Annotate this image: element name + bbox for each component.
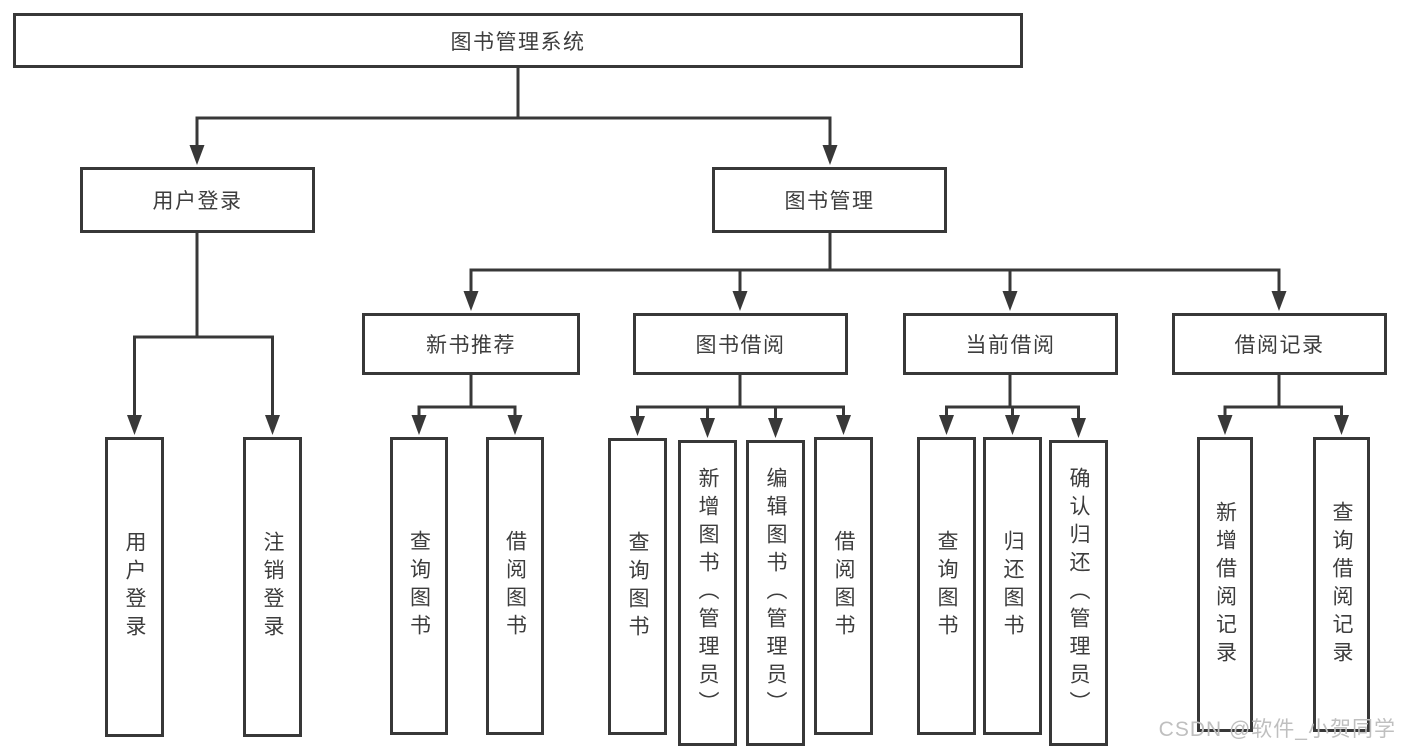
- node-borrow-records-label: 借阅记录: [1234, 334, 1325, 357]
- connector-root-to-level2: [189, 64, 838, 165]
- leaf-add-books-admin-label: 新增图书（管理员）: [696, 467, 719, 719]
- leaf-current-query-books: 查询图书: [917, 437, 976, 735]
- node-borrow-records: 借阅记录: [1172, 313, 1387, 375]
- leaf-return-books-label: 归还图书: [1001, 530, 1024, 642]
- leaf-borrowing-borrow-books: 借阅图书: [814, 437, 873, 735]
- node-current-borrowing-label: 当前借阅: [965, 334, 1056, 357]
- connector-new-book-branch: [411, 371, 523, 435]
- node-book-management: 图书管理: [712, 167, 947, 233]
- leaf-newbook-query-books: 查询图书: [390, 437, 448, 735]
- connector-book-management-branch: [463, 229, 1287, 311]
- leaf-edit-books-admin: 编辑图书（管理员）: [746, 440, 805, 746]
- leaf-add-borrow-record: 新增借阅记录: [1197, 437, 1253, 732]
- node-book-management-label: 图书管理: [784, 190, 875, 213]
- node-new-book-recommend-label: 新书推荐: [426, 334, 516, 357]
- node-new-book-recommend: 新书推荐: [362, 313, 580, 375]
- leaf-newbook-borrow-books: 借阅图书: [486, 437, 544, 735]
- node-library-management-system: 图书管理系统: [13, 13, 1023, 68]
- leaf-logout-label: 注销登录: [261, 531, 284, 643]
- connector-user-login-branch: [127, 229, 280, 435]
- connector-current-borrow-branch: [939, 371, 1086, 438]
- leaf-user-login-label: 用户登录: [123, 531, 146, 643]
- connector-borrow-records-branch: [1217, 371, 1349, 435]
- leaf-newbook-borrow-books-label: 借阅图书: [503, 530, 527, 642]
- leaf-return-books: 归还图书: [983, 437, 1042, 735]
- leaf-add-books-admin: 新增图书（管理员）: [678, 440, 737, 746]
- leaf-edit-books-admin-label: 编辑图书（管理员）: [764, 467, 787, 719]
- leaf-borrowing-query-books: 查询图书: [608, 438, 667, 735]
- leaf-user-login: 用户登录: [105, 437, 164, 737]
- node-current-borrowing: 当前借阅: [903, 313, 1118, 375]
- node-user-login: 用户登录: [80, 167, 315, 233]
- connector-book-borrow-branch: [630, 371, 851, 438]
- leaf-newbook-query-books-label: 查询图书: [407, 530, 431, 642]
- leaf-borrowing-query-books-label: 查询图书: [626, 530, 649, 643]
- node-library-management-system-label: 图书管理系统: [450, 30, 586, 54]
- csdn-watermark: CSDN @软件_小贺同学: [1158, 718, 1396, 741]
- leaf-confirm-return-admin: 确认归还（管理员）: [1049, 440, 1108, 746]
- leaf-query-borrow-record: 查询借阅记录: [1313, 437, 1370, 732]
- node-user-login-label: 用户登录: [152, 190, 243, 213]
- leaf-current-query-books-label: 查询图书: [935, 530, 958, 642]
- node-book-borrowing-label: 图书借阅: [695, 334, 786, 357]
- leaf-query-borrow-record-label: 查询借阅记录: [1330, 500, 1353, 669]
- leaf-borrowing-borrow-books-label: 借阅图书: [832, 530, 855, 642]
- leaf-add-borrow-record-label: 新增借阅记录: [1213, 500, 1237, 669]
- leaf-logout: 注销登录: [243, 437, 302, 737]
- node-book-borrowing: 图书借阅: [633, 313, 848, 375]
- leaf-confirm-return-admin-label: 确认归还（管理员）: [1067, 467, 1090, 719]
